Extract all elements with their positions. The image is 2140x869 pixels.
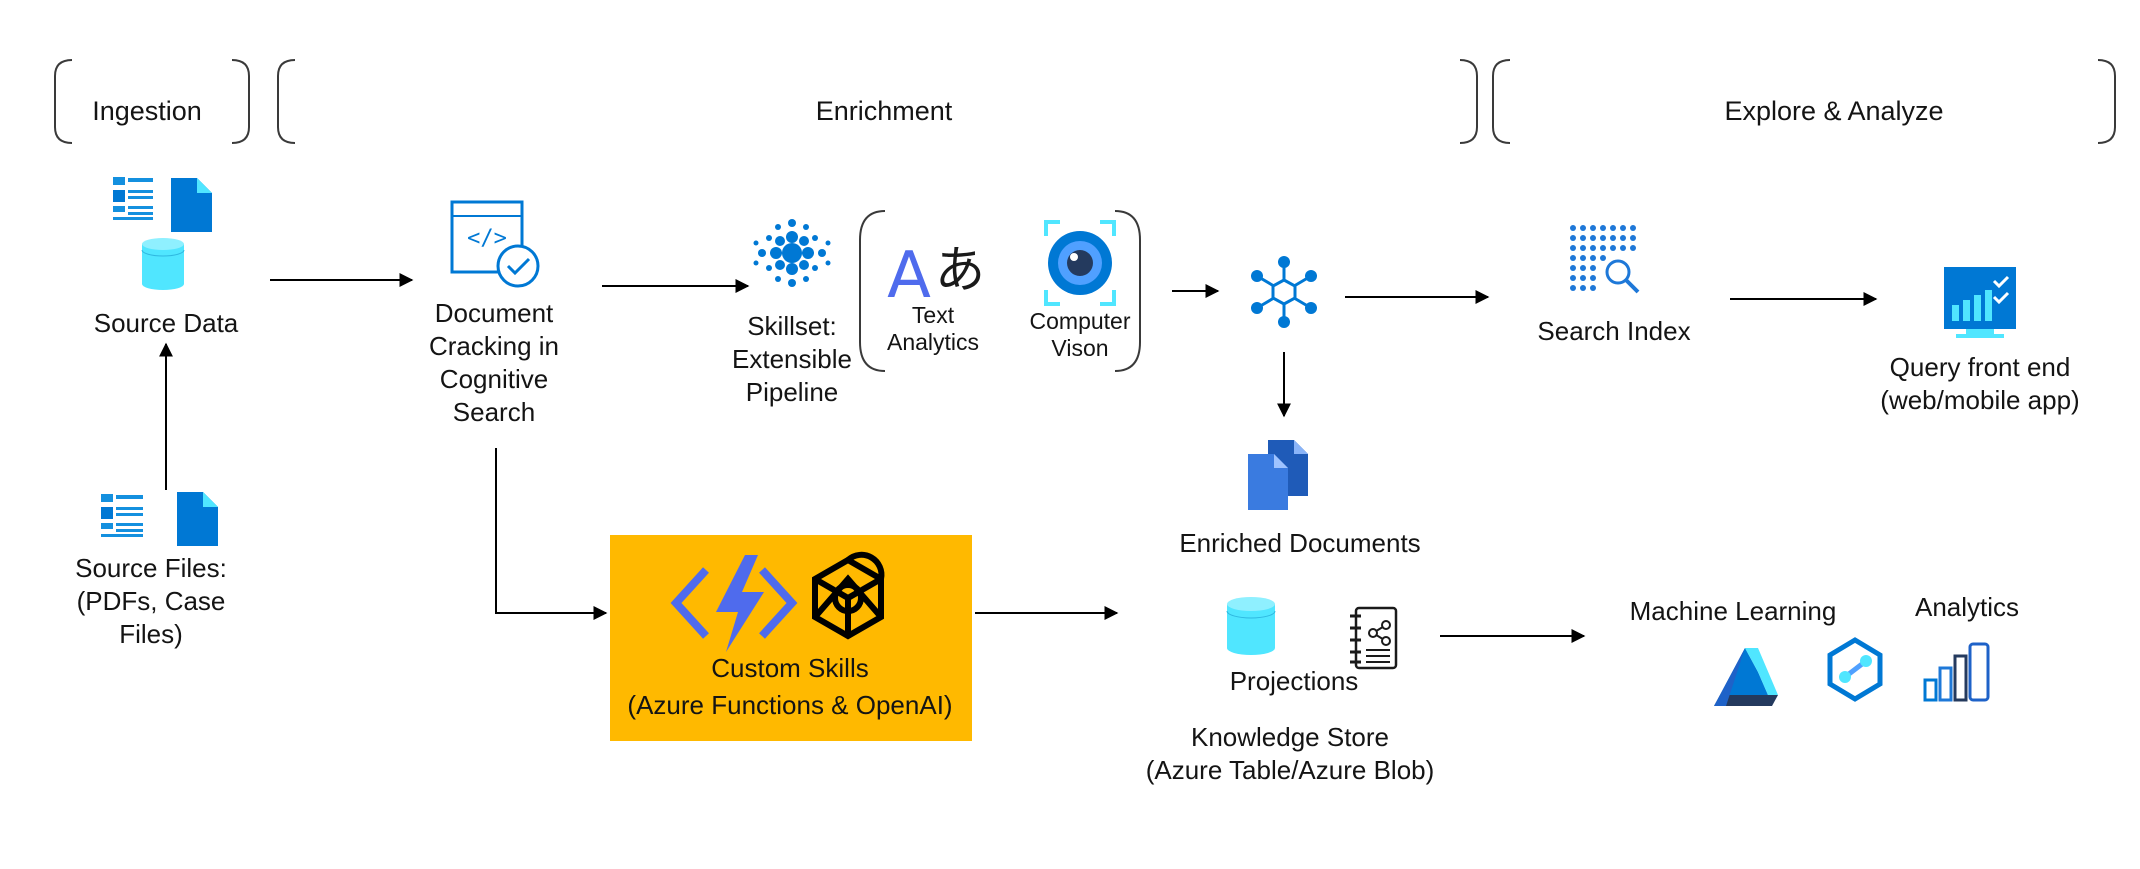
skillset-label: Skillset: Extensible Pipeline [732,310,852,409]
source-files-line: Files) [119,619,183,649]
file-corner [197,178,212,193]
explore-analyze-header: Explore & Analyze [1724,96,1944,126]
doc-cracking-line: Cracking in [428,331,560,361]
machine-learning-icon [1714,648,1778,706]
synapse-icon [1827,637,1883,702]
code-check-icon: </> [450,200,540,288]
doc-cracking-line: Search [452,397,536,427]
hub-network-icon [1251,256,1317,328]
analytics-label: Analytics [1915,591,2019,624]
query-front-end-line: (web/mobile app) [1880,385,2080,415]
cognitive-search-icon [753,219,831,287]
custom-skills-box [610,535,972,741]
explore-bracket [1492,59,2116,144]
power-bi-icon [1923,642,1990,702]
projections-label: Projections [1230,665,1359,698]
translator-icon: A あ [887,239,985,313]
custom-skills-line: (Azure Functions & OpenAI) [627,690,953,720]
svg-text:</>: </> [467,226,507,251]
skillset-line: Skillset: [747,311,837,341]
knowledge-store-line: Knowledge Store [1190,722,1390,752]
enrichment-header: Enrichment [815,96,953,126]
text-analytics-line: Analytics [886,329,980,355]
analytics-line: Analytics [1914,592,2020,622]
skillset-line: Extensible [732,344,852,374]
monitor-dashboard-icon [1944,267,2016,338]
computer-vision-line: Computer [1029,308,1131,334]
computer-vision-label: Computer Vison [1030,308,1131,362]
custom-skills-line: Custom Skills [711,653,869,683]
doc-cracking-line: Cognitive [439,364,549,394]
svg-text:A: A [887,239,931,313]
enriched-documents-line: Enriched Documents [1179,528,1421,558]
ingestion-header: Ingestion [92,96,202,126]
search-index-label: Search Index [1537,315,1690,348]
skillset-line: Pipeline [745,377,839,407]
source-files-line: Source Files: [75,553,227,583]
knowledge-store-line: (Azure Table/Azure Blob) [1145,755,1435,785]
source-data-label: Source Data [94,307,239,340]
computer-vision-line: Vison [1051,335,1109,361]
arrow-cracking-to-custom [495,448,608,620]
projections-line: Projections [1229,666,1359,696]
openai-icon [812,551,885,640]
search-index-icon [1570,225,1640,294]
doc-cracking-line: Document [434,298,554,328]
source-files-line: (PDFs, Case [76,586,226,616]
computer-vision-icon [1044,220,1116,306]
enrichment-bracket [277,59,1478,144]
skills-group-bracket [859,210,1141,372]
knowledge-store-icon [1350,606,1398,670]
svg-text:あ: あ [935,241,985,299]
machine-learning-line: Machine Learning [1629,596,1837,626]
database-cylinder-icon [1226,597,1276,655]
document-list-icon [101,494,143,537]
knowledge-store-label: Knowledge Store (Azure Table/Azure Blob) [1146,721,1435,787]
source-files-label: Source Files: (PDFs, Case Files) [75,552,227,651]
document-cracking-label: Document Cracking in Cognitive Search [429,297,559,429]
azure-functions-icon [670,555,798,652]
query-front-end-line: Query front end [1889,352,2071,382]
ingestion-bracket [54,59,250,144]
machine-learning-label: Machine Learning [1630,595,1837,628]
custom-skills-label: Custom Skills (Azure Functions & OpenAI) [627,652,952,722]
text-analytics-label: Text Analytics [887,302,979,356]
database-cylinder-icon [141,238,185,290]
query-front-end-label: Query front end (web/mobile app) [1880,351,2079,417]
text-analytics-line: Text [911,302,955,328]
enriched-documents-label: Enriched Documents [1179,527,1420,560]
documents-stack-icon [1248,440,1308,510]
search-index-line: Search Index [1537,316,1691,346]
file-corner [203,492,218,507]
source-data-line: Source Data [93,308,239,338]
document-list-icon [113,177,153,220]
